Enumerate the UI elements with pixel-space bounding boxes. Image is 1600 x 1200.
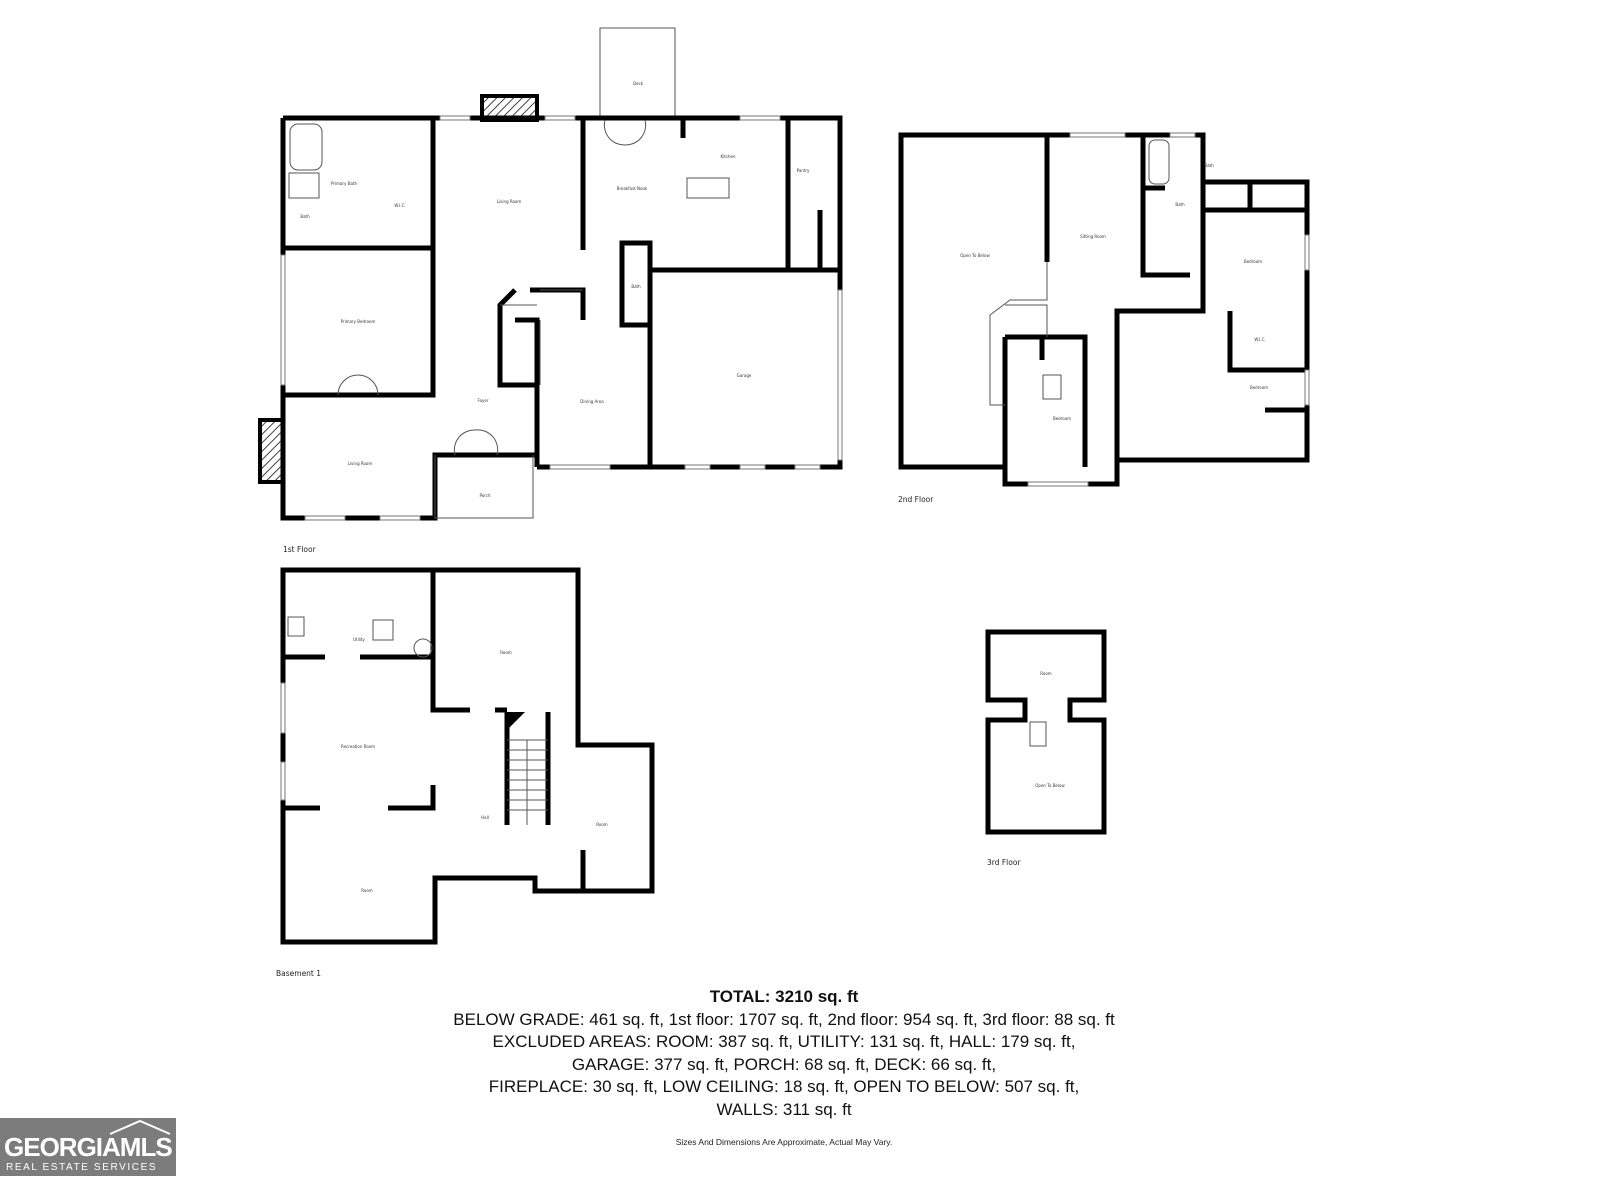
interior-walls <box>1002 135 1307 467</box>
fireplace <box>258 418 285 484</box>
room-label: Room <box>596 822 607 827</box>
exterior-walls <box>985 629 1107 835</box>
floor-label: 3rd Floor <box>987 858 1021 867</box>
floor-label: Basement 1 <box>276 969 321 978</box>
door-swings <box>337 119 647 456</box>
first-floor-plan <box>258 27 843 521</box>
room-label: Bedroom <box>1250 385 1268 390</box>
interior-walls <box>283 118 840 467</box>
exterior-walls <box>898 132 1310 487</box>
logo-subtext: REAL ESTATE SERVICES <box>6 1162 158 1173</box>
room-label: Breakfast Nook <box>617 186 648 191</box>
room-label: Bedroom <box>1053 416 1071 421</box>
room-label: Open To Below <box>960 253 990 258</box>
room-label: Porch <box>479 493 490 498</box>
room-label: Room <box>1040 671 1051 676</box>
first-floor-labels: Living Room Breakfast Nook Kitchen Pantr… <box>283 81 810 554</box>
floor-label: 1st Floor <box>283 545 317 554</box>
room-label: Living Room <box>348 461 373 466</box>
interior-walls <box>283 570 586 891</box>
room-label: Sitting Room <box>1080 234 1106 239</box>
room-label: Bedroom <box>1244 259 1262 264</box>
total-area: TOTAL: 3210 sq. ft <box>709 987 859 1006</box>
room-label: Primary Bedroom <box>341 319 376 324</box>
room-label: Room <box>500 650 511 655</box>
room-label: Bath <box>1204 163 1214 168</box>
stairs <box>507 739 548 825</box>
room-label: Dining Area <box>580 399 604 404</box>
room-label: Open To Below <box>1035 783 1065 788</box>
basement-plan <box>280 567 655 945</box>
room-label: Living Room <box>497 199 522 204</box>
deck-outline <box>599 27 676 119</box>
room-label: W.I.C. <box>394 203 405 208</box>
room-label: Garage <box>737 373 752 378</box>
second-floor-labels: Open To Below Sitting Room Bath Bath Bed… <box>898 163 1268 504</box>
floor-label: 2nd Floor <box>898 495 934 504</box>
room-label: Pantry <box>797 168 810 173</box>
third-floor-plan: Room Open To Below 3rd Floor <box>985 629 1107 867</box>
area-summary: TOTAL: 3210 sq. ft BELOW GRADE: 461 sq. … <box>384 986 1184 1121</box>
summary-line: GARAGE: 377 sq. ft, PORCH: 68 sq. ft, DE… <box>571 1054 997 1074</box>
room-label: Kitchen <box>720 154 735 159</box>
stairs-outline <box>989 262 1048 406</box>
stair-walls <box>497 287 586 455</box>
exterior-walls <box>280 115 843 521</box>
room-label: Room <box>361 888 372 893</box>
room-label: Bath <box>631 284 641 289</box>
summary-line: EXCLUDED AREAS: ROOM: 387 sq. ft, UTILIT… <box>492 1032 1076 1051</box>
porch-outline <box>434 289 583 519</box>
summary-line: BELOW GRADE: 461 sq. ft, 1st floor: 1707… <box>453 1009 1115 1029</box>
exterior-walls <box>280 567 655 945</box>
basement-labels: Utility Room Recreation Room Hall Room R… <box>276 637 608 978</box>
room-label: Bath <box>300 214 310 219</box>
room-label: Hall <box>481 815 489 820</box>
second-floor-plan <box>898 132 1310 487</box>
room-label: Foyer <box>477 398 488 403</box>
logo-text: GEORGIAMLS <box>4 1132 173 1162</box>
bathtub <box>1148 139 1170 185</box>
room-label: Primary Bath <box>331 181 357 186</box>
room-label: Recreation Room <box>341 744 375 749</box>
roof-icon <box>109 1119 171 1135</box>
bathtub <box>289 123 323 171</box>
summary-line: FIREPLACE: 30 sq. ft, LOW CEILING: 18 sq… <box>488 1077 1080 1096</box>
kitchen-island <box>686 177 730 199</box>
room-label: Bath <box>1175 202 1185 207</box>
georgiamls-logo: GEORGIAMLS REAL ESTATE SERVICES <box>0 1118 176 1176</box>
attic-hatch <box>1042 374 1062 400</box>
room-label: W.I.C. <box>1254 337 1265 342</box>
room-label: Utility <box>353 637 365 642</box>
summary-line: WALLS: 311 sq. ft <box>716 1099 852 1119</box>
room-label: Deck <box>633 81 644 86</box>
shower <box>288 172 320 199</box>
disclaimer: Sizes And Dimensions Are Approximate, Ac… <box>675 1137 893 1147</box>
